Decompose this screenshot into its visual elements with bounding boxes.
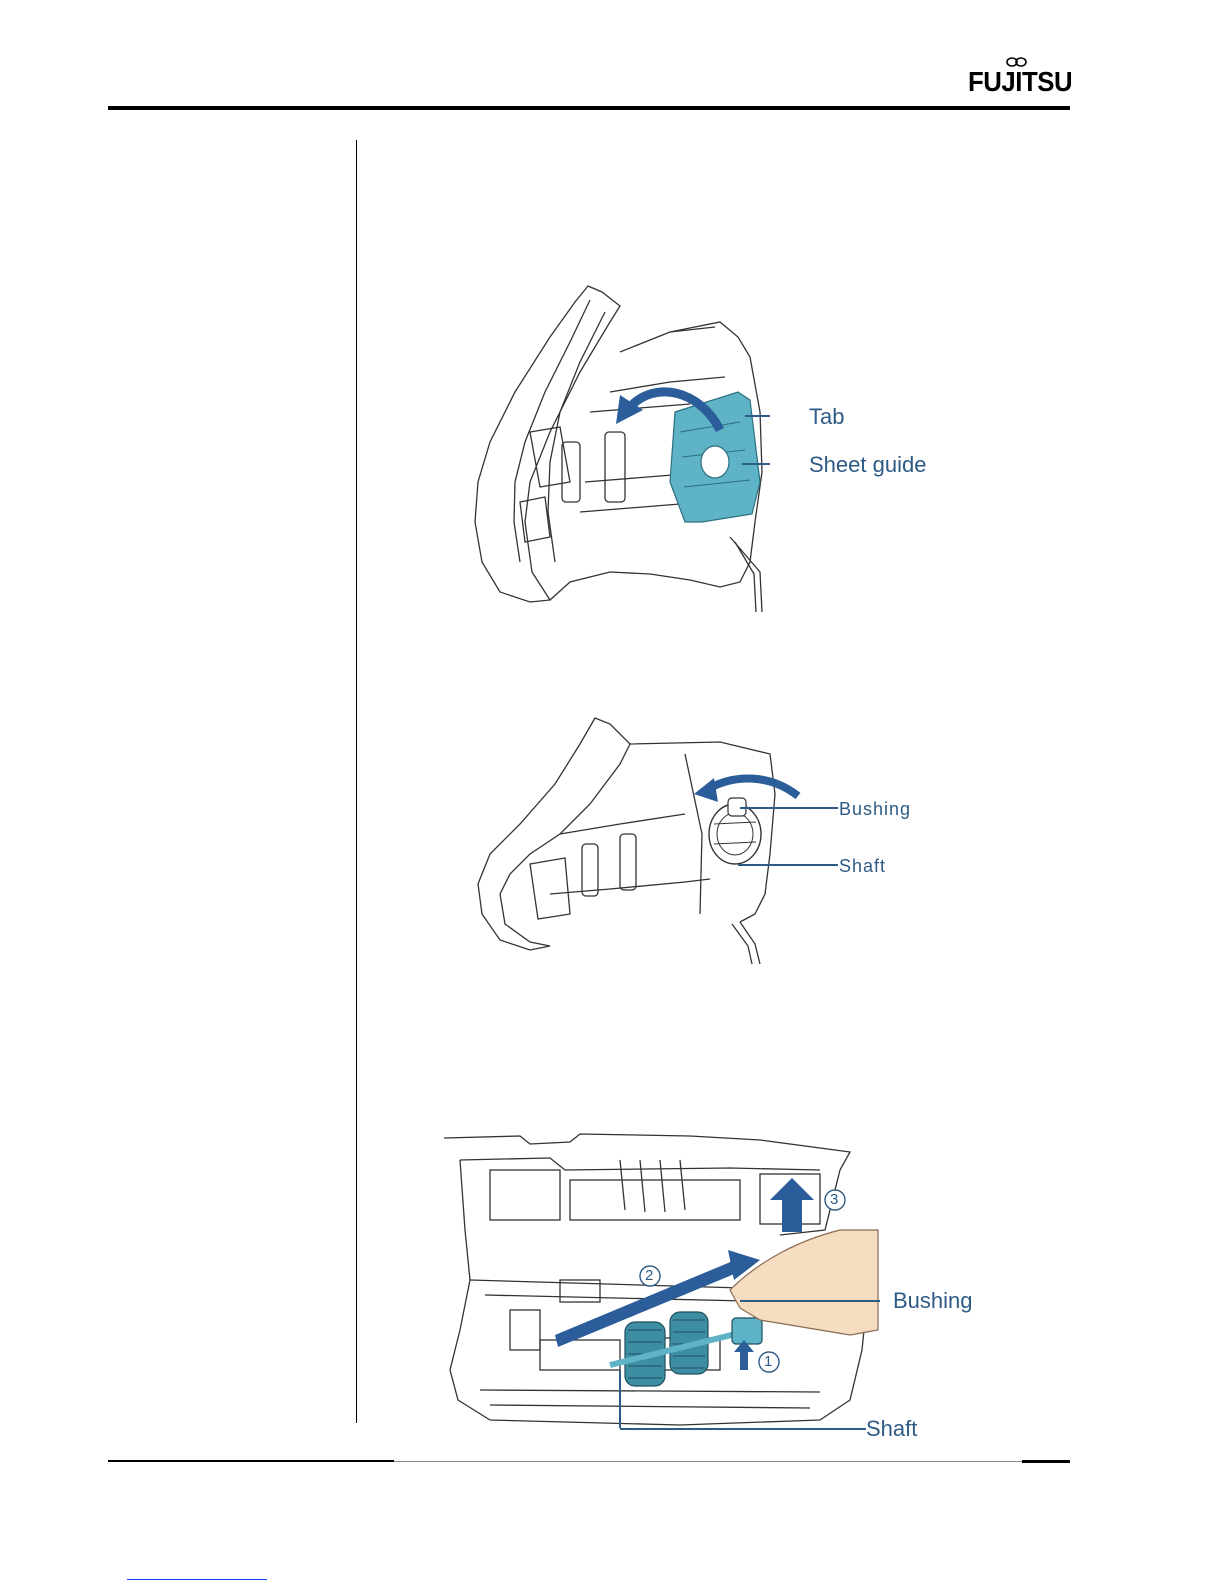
- figure-sheet-guide: [470, 282, 770, 612]
- scanner-open-illustration: [470, 282, 770, 612]
- label-tab: Tab: [809, 404, 844, 430]
- footer-link-underline[interactable]: [127, 1579, 267, 1580]
- step-number-3: 3: [830, 1191, 838, 1208]
- label-bushing-2: Bushing: [893, 1288, 973, 1314]
- sheet-guide-highlight: [670, 392, 760, 522]
- margin-rule: [356, 140, 357, 1423]
- header-rule: [108, 106, 1070, 110]
- step-number-2: 2: [645, 1267, 653, 1284]
- footer-rule-right: [1022, 1460, 1070, 1463]
- label-bushing: Bushing: [839, 799, 911, 820]
- scanner-top-illustration: [430, 1130, 880, 1430]
- shaft-leader-line: [620, 1428, 866, 1430]
- footer-rule-middle: [394, 1461, 1022, 1462]
- label-shaft-2: Shaft: [866, 1416, 917, 1442]
- footer-rule-left: [108, 1460, 394, 1462]
- figure-remove-roller: 2 1 3: [430, 1130, 880, 1430]
- rotate-arrow: [708, 779, 798, 796]
- logo-text: FUJITSU: [968, 66, 1072, 98]
- step-number-1: 1: [764, 1353, 772, 1370]
- figure-bushing-shaft: [470, 714, 840, 966]
- label-shaft: Shaft: [839, 856, 886, 877]
- scanner-bushing-illustration: [470, 714, 840, 966]
- label-sheet-guide: Sheet guide: [809, 452, 926, 478]
- fujitsu-logo: FUJITSU: [968, 52, 1073, 102]
